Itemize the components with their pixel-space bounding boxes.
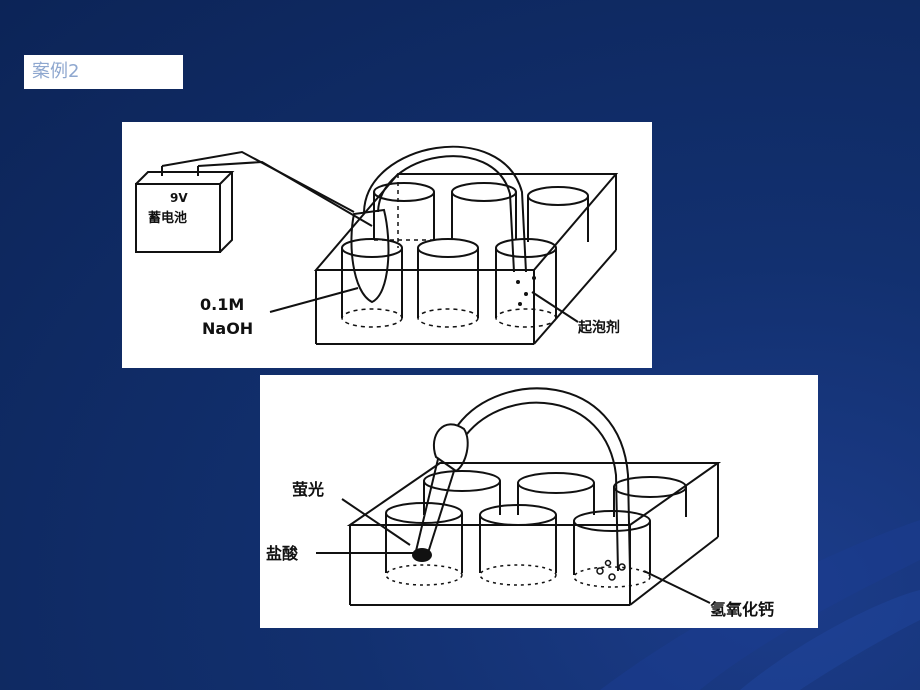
slide-title: 案例2 <box>24 55 183 89</box>
calcium-hydroxide-label: 氢氧化钙 <box>710 600 774 619</box>
solution-concentration-label: 0.1M <box>200 295 244 314</box>
diagram-fluorescence: 萤光 盐酸 氢氧化钙 <box>260 375 818 628</box>
fluorescence-label: 萤光 <box>292 480 324 499</box>
battery-label: 蓄电池 <box>148 210 187 226</box>
diagram-fluorescence-drawing: 萤光 盐酸 氢氧化钙 <box>266 387 774 619</box>
diagram-electrolysis: 9V 蓄电池 0.1M NaOH 起泡剂 <box>122 122 652 368</box>
solution-name-label: NaOH <box>202 319 253 338</box>
diagram-electrolysis-drawing: 9V 蓄电池 0.1M NaOH 起泡剂 <box>135 145 620 345</box>
battery-voltage-label: 9V <box>170 191 188 205</box>
acid-droplet <box>412 548 432 562</box>
hydrochloric-acid-label: 盐酸 <box>266 544 299 563</box>
foam-agent-label: 起泡剂 <box>577 319 620 336</box>
battery-icon <box>135 183 221 253</box>
